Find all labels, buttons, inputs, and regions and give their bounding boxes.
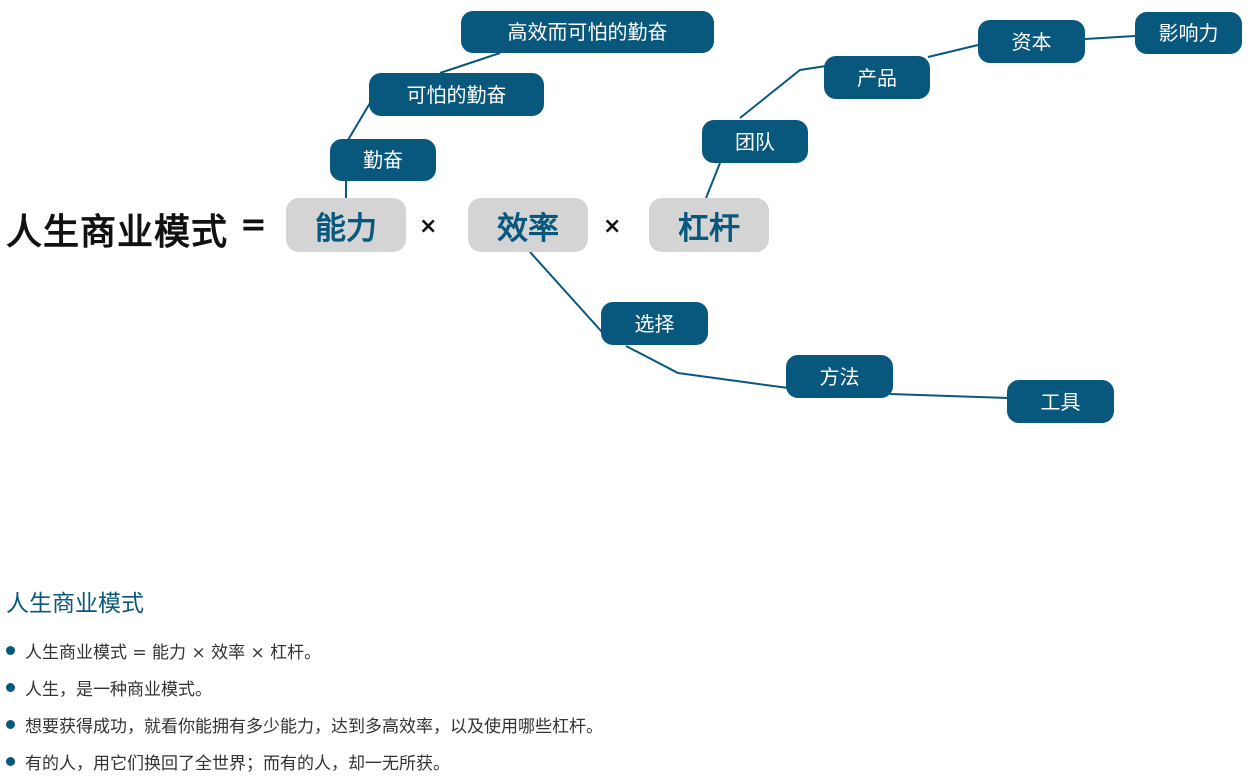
bullet-icon [6,757,15,766]
connector-terrible-efficient [439,52,501,74]
connector-team-product [739,65,827,119]
factor-leverage[interactable]: 杠杆 [649,198,769,252]
connector-method-tool [889,393,1009,399]
list-item: 有的人，用它们换回了全世界；而有的人，却一无所获。 [6,743,603,780]
node-efficient-terrible-diligence[interactable]: 高效而可怕的勤奋 [461,11,714,53]
factor-efficiency[interactable]: 效率 [468,198,588,252]
node-choice[interactable]: 选择 [601,302,708,345]
notes-title: 人生商业模式 [6,591,144,617]
equation-title: 人生商业模式 [6,212,229,253]
node-method[interactable]: 方法 [786,355,893,398]
node-capital[interactable]: 资本 [978,20,1085,63]
connector-product-capital [927,44,979,58]
node-team[interactable]: 团队 [702,120,808,163]
list-item: 想要获得成功，就看你能拥有多少能力，达到多高效率，以及使用哪些杠杆。 [6,706,603,743]
bullet-icon [6,720,15,729]
list-item-text: 人生，是一种商业模式。 [25,680,212,700]
node-influence[interactable]: 影响力 [1135,12,1242,54]
node-product[interactable]: 产品 [824,56,930,99]
connector-diligence-terrible [347,102,371,141]
connector-capital-influence [1084,35,1136,40]
connector-efficiency-choice [529,251,603,333]
list-item: 人生商业模式 = 能力 × 效率 × 杠杆。 [6,632,603,669]
node-diligence[interactable]: 勤奋 [330,139,436,181]
bullet-icon [6,683,15,692]
bullet-icon [6,646,15,655]
times-sign-2: × [603,214,622,239]
equals-sign: = [240,205,267,243]
factor-ability[interactable]: 能力 [286,198,406,252]
list-item-text: 想要获得成功，就看你能拥有多少能力，达到多高效率，以及使用哪些杠杆。 [25,717,603,737]
times-sign-1: × [419,214,438,239]
node-terrible-diligence[interactable]: 可怕的勤奋 [369,73,544,116]
notes-list: 人生商业模式 = 能力 × 效率 × 杠杆。 人生，是一种商业模式。 想要获得成… [6,632,603,780]
list-item-text: 人生商业模式 = 能力 × 效率 × 杠杆。 [25,643,322,663]
connector-choice-method [625,345,789,389]
list-item-text: 有的人，用它们换回了全世界；而有的人，却一无所获。 [25,754,450,774]
list-item: 人生，是一种商业模式。 [6,669,603,706]
connector-leverage-team [705,162,721,199]
node-tool[interactable]: 工具 [1007,380,1114,423]
